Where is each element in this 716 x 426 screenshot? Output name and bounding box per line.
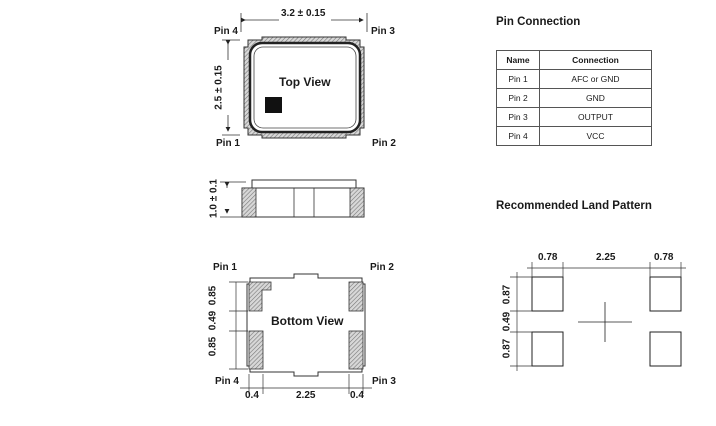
top-pin4-label: Pin 4: [214, 26, 238, 37]
bottom-pin4-label: Pin 4: [215, 376, 239, 387]
pin-connection-title: Pin Connection: [496, 16, 581, 28]
top-pin3-label: Pin 3: [371, 26, 395, 37]
land-vdim-middle: 0.49: [501, 311, 513, 332]
bottom-view-drawing: [229, 273, 372, 394]
table-cell-name: Pin 4: [496, 126, 540, 146]
table-header-connection: Connection: [539, 50, 652, 70]
bottom-vdim-bottom: 0.85: [207, 336, 219, 357]
land-vdim-top: 0.87: [501, 284, 513, 305]
table-row: Pin 3 OUTPUT: [496, 107, 652, 127]
table-header-name: Name: [496, 50, 540, 70]
table-cell-name: Pin 1: [496, 69, 540, 89]
land-hdim-left: 0.78: [538, 252, 558, 263]
bottom-pin2-label: Pin 2: [370, 262, 394, 273]
pin-connection-table: Name Connection Pin 1 AFC or GND Pin 2 G…: [496, 50, 652, 146]
pin1-marker: [265, 97, 282, 113]
bottom-pin3-label: Pin 3: [372, 376, 396, 387]
top-view-drawing: [222, 13, 368, 139]
land-pattern-drawing: [510, 262, 686, 371]
bottom-hdim-left: 0.4: [245, 390, 259, 401]
table-row: Pin 2 GND: [496, 88, 652, 108]
land-hdim-middle: 2.25: [596, 252, 616, 263]
table-cell-name: Pin 2: [496, 88, 540, 108]
table-cell-connection: GND: [539, 88, 652, 108]
land-pattern-title: Recommended Land Pattern: [496, 200, 652, 212]
bottom-hdim-right: 0.4: [350, 390, 364, 401]
table-cell-connection: VCC: [539, 126, 652, 146]
top-view-title: Top View: [279, 75, 331, 89]
top-pin1-label: Pin 1: [216, 138, 240, 149]
bottom-view-title: Bottom View: [271, 314, 344, 328]
table-cell-name: Pin 3: [496, 107, 540, 127]
land-vdim-bottom: 0.87: [501, 338, 513, 359]
side-height-dimension: 1.0 ± 0.1: [208, 179, 220, 218]
table-row: Pin 4 VCC: [496, 126, 652, 146]
top-width-dimension: 3.2 ± 0.15: [281, 8, 326, 19]
bottom-hdim-middle: 2.25: [296, 390, 316, 401]
table-cell-connection: OUTPUT: [539, 107, 652, 127]
side-view-drawing: [220, 179, 365, 218]
land-hdim-right: 0.78: [654, 252, 674, 263]
table-row: Pin 1 AFC or GND: [496, 69, 652, 89]
top-pin2-label: Pin 2: [372, 138, 396, 149]
top-height-dimension: 2.5 ± 0.15: [213, 65, 225, 110]
table-cell-connection: AFC or GND: [539, 69, 652, 89]
bottom-pin1-label: Pin 1: [213, 262, 237, 273]
